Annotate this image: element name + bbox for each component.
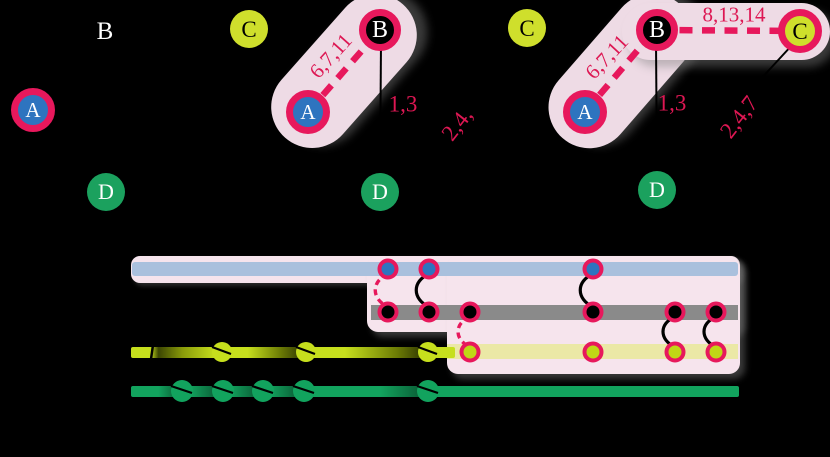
snapshot2-node-A: A (286, 90, 330, 134)
timeline-ribbon-C-yellow (131, 347, 455, 358)
timeline-node-A-t7 (418, 258, 440, 280)
edge-BD-3 (655, 41, 658, 179)
node-label: A (25, 97, 41, 122)
timeline-node-C-t14 (705, 341, 727, 363)
node-label: D (98, 179, 114, 204)
snapshot1-edges (39, 39, 242, 182)
timeline-node-B-t14 (705, 301, 727, 323)
knot-D-t4 (292, 380, 315, 402)
timeline-node-B-t11 (582, 301, 604, 323)
edge-label-BC-3: 8,13,14 (702, 2, 766, 27)
knots-D-ribbon (170, 380, 439, 402)
snapshot2-node-B: B (359, 9, 401, 51)
snapshot3-node-D: D (638, 171, 676, 209)
snapshot2-node-C: C (508, 9, 546, 47)
timeline-node-B-t6 (377, 301, 399, 323)
snapshot3-node-A: A (563, 90, 607, 134)
snapshot1-node-B: B (85, 11, 125, 51)
snapshot1-node-A: A (11, 88, 55, 132)
node-label: B (96, 17, 114, 45)
edge-AB-dashed-3 (582, 27, 658, 115)
knot-C-t4 (295, 342, 316, 362)
node-label: C (241, 16, 257, 42)
knot-D-t2 (211, 380, 234, 402)
snapshot2-node-D: D (361, 173, 399, 211)
timeline-node-C-t8 (459, 341, 481, 363)
knot-D-t3 (251, 380, 274, 402)
node-label: A (577, 99, 593, 124)
snapshot3-edges (582, 26, 801, 184)
knot-C-t2 (211, 342, 232, 362)
node-label: C (519, 15, 535, 41)
edge-CD-2 (387, 39, 519, 183)
knot-C-t7 (417, 342, 438, 362)
timeline-node-B-t7 (418, 301, 440, 323)
knots-C-ribbon (211, 342, 438, 362)
node-label: A (300, 99, 316, 124)
snapshot1-node-D: D (87, 173, 125, 211)
timeline-node-C-t11 (582, 341, 604, 363)
snapshot1-node-C: C (230, 10, 268, 48)
node-label: B (371, 17, 388, 43)
snapshot3-node-B: B (636, 9, 678, 51)
node-label: B (648, 17, 665, 43)
node-label: C (792, 18, 808, 44)
knot-D-t7 (416, 380, 439, 402)
edge-label-BD-3: 1,3 (657, 90, 687, 116)
timeline-node-C-t13 (664, 341, 686, 363)
tick-C-ribbon (149, 344, 155, 360)
node-label: D (372, 179, 388, 204)
edge-CD-3 (664, 43, 794, 184)
snapshot3-node-C: C (778, 9, 822, 53)
knot-D-t1 (170, 380, 193, 402)
timeline-node-B-t8 (459, 301, 481, 323)
timeline-node-A-t11 (582, 258, 604, 280)
edge-BD-2 (379, 41, 382, 181)
edge-BC-dashed-3 (656, 26, 801, 35)
node-label: D (649, 177, 665, 202)
edge-label-BD-2: 1,3 (388, 91, 418, 117)
timeline-node-B-t13 (664, 301, 686, 323)
timeline-node-A-t6 (377, 258, 399, 280)
